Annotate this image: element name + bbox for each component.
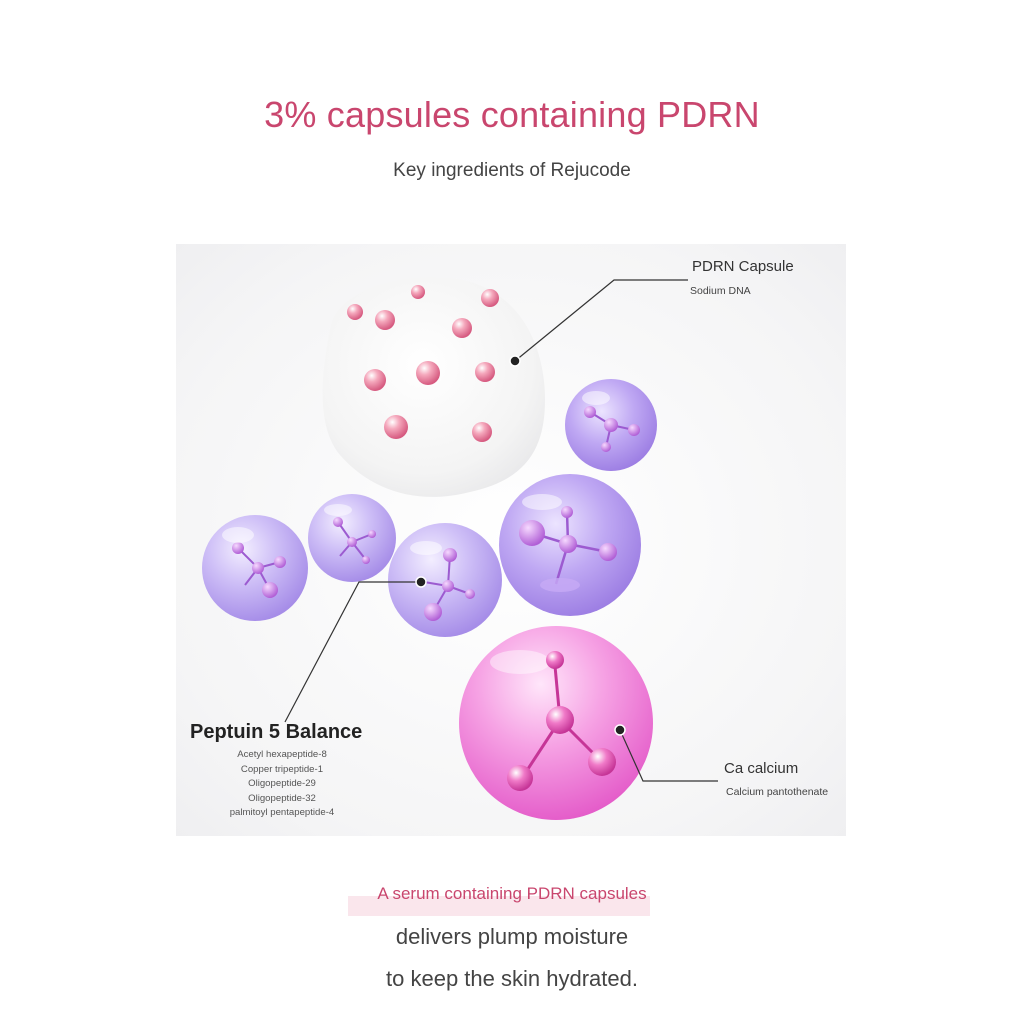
purple-capsule-top-right [565, 379, 657, 471]
pdrn-capsule-sublabel: Sodium DNA [690, 285, 751, 297]
list-item: Oligopeptide-29 [248, 778, 316, 790]
callout-pdrn [509, 279, 688, 367]
pdrn-capsule-label: PDRN Capsule [692, 258, 794, 275]
purple-capsule-center [388, 523, 502, 637]
page-title: 3% capsules containing PDRN [264, 94, 760, 135]
callout-peptuin [284, 576, 427, 723]
peptuin-ingredient-list: Acetyl hexapeptide-8 Copper tripeptide-1… [190, 748, 374, 821]
text-highlight-bar [348, 896, 650, 916]
calcium-label: Ca calcium [724, 760, 799, 777]
callout-calcium [614, 724, 718, 782]
list-item: palmitoyl pentapeptide-4 [229, 807, 335, 819]
page-subtitle: Key ingredients of Rejucode [393, 160, 631, 181]
footer-highlight-text: A serum containing PDRN capsules [377, 884, 647, 903]
list-item: Acetyl hexapeptide-8 [237, 749, 327, 760]
purple-capsule-left [202, 515, 308, 621]
pdrn-beads [347, 285, 499, 442]
footer-line-3: to keep the skin hydrated. [386, 966, 638, 991]
list-item: Oligopeptide-32 [248, 792, 316, 804]
calcium-sublabel: Calcium pantothenate [726, 786, 829, 798]
peptuin-label: Peptuin 5 Balance [190, 721, 363, 743]
calcium-capsule [459, 626, 653, 820]
purple-capsule-small [308, 494, 396, 582]
footer-line-2: delivers plump moisture [395, 924, 629, 949]
list-item: Copper tripeptide-1 [240, 763, 324, 775]
pdrn-capsule-blob [322, 277, 545, 497]
purple-capsule-large [499, 474, 641, 616]
